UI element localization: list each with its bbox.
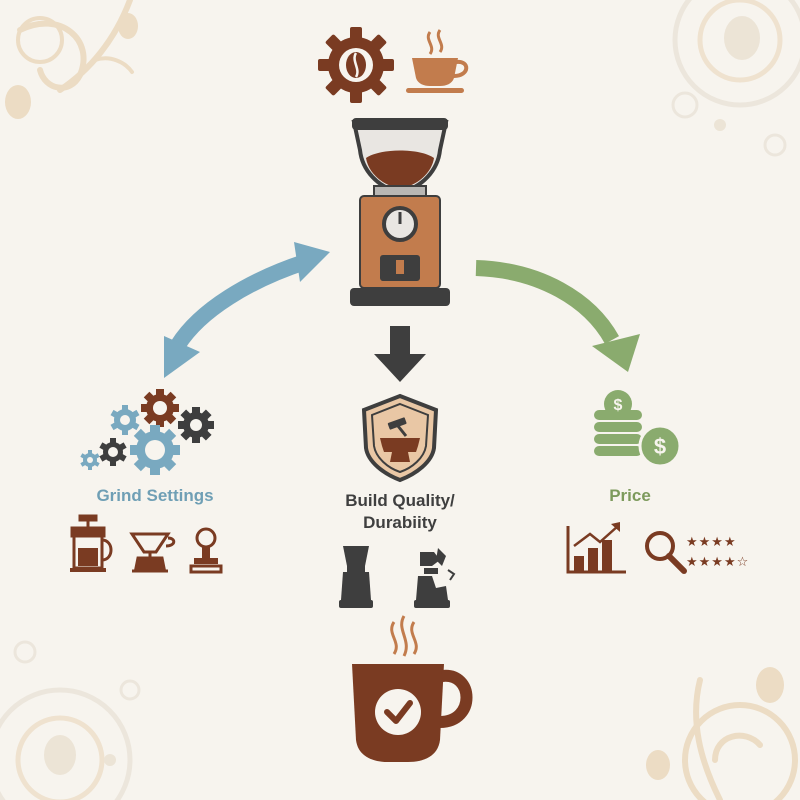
grind-settings-label: Grind Settings: [96, 486, 214, 505]
french-press-icon: [70, 514, 113, 572]
build-quality-label-line1: Build Quality/: [345, 491, 455, 510]
broken-grinder-icon: [414, 548, 456, 608]
gear-bean-icon: [318, 27, 394, 103]
bar-chart-icon: [566, 522, 626, 574]
intact-grinder-icon: [339, 546, 373, 608]
svg-text:★★★★: ★★★★: [686, 535, 737, 550]
search-ratings-icon: ★★★★ ★★★★☆: [645, 531, 749, 574]
shield-anvil-icon: [361, 393, 439, 483]
decor-top-right: [671, 0, 800, 157]
blue-bidirectional-arrow: [164, 242, 330, 378]
money-stack-icon: $ $: [594, 390, 682, 468]
build-quality-label: Build Quality/ Durabiity: [300, 490, 500, 534]
decor-bottom-right: [646, 667, 798, 800]
green-arrow: [475, 260, 640, 372]
price-label: Price: [609, 486, 651, 505]
gears-cluster-icon: [80, 389, 214, 475]
coffee-grinder-icon: [350, 118, 450, 306]
svg-text:$: $: [614, 397, 623, 414]
svg-text:$: $: [654, 434, 666, 459]
decor-bottom-left: [0, 640, 141, 800]
coffee-mug-check-icon: [352, 615, 473, 762]
svg-text:★★★★☆: ★★★★☆: [686, 555, 749, 570]
espresso-tamper-icon: [189, 527, 223, 574]
coffee-cup-icon: [406, 29, 469, 93]
pour-over-icon: [129, 532, 176, 573]
build-quality-label-line2: Durabiity: [363, 513, 437, 532]
decor-top-left: [5, 0, 138, 119]
down-arrow-icon: [374, 326, 426, 382]
